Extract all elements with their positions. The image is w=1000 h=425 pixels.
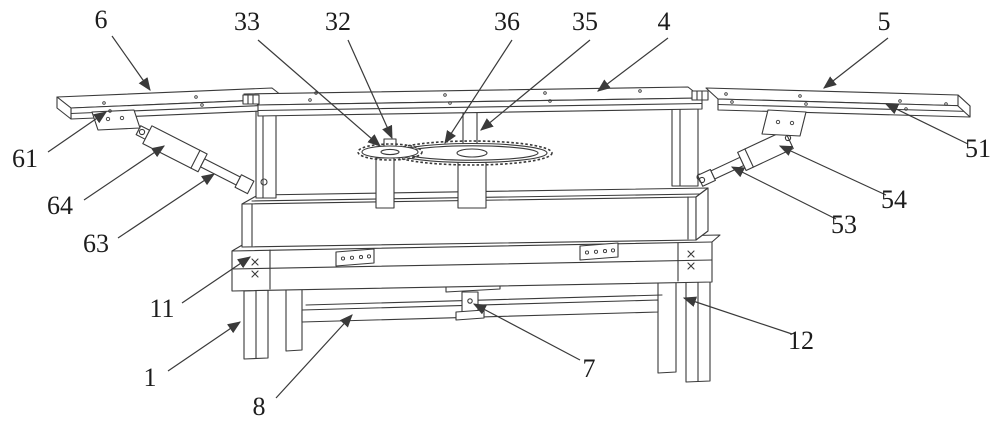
part-label-5: 5 xyxy=(878,7,891,36)
right-corner-bolts xyxy=(687,250,695,270)
leader-arrow-6 xyxy=(111,35,151,91)
leader-arrow-51 xyxy=(884,103,969,145)
left-corner-bolts xyxy=(251,258,259,278)
left-front-leg xyxy=(243,289,269,360)
right-cylinder-bottom-pivot xyxy=(698,176,706,184)
left-hinge-plate xyxy=(335,248,375,267)
part-label-11: 11 xyxy=(149,294,174,323)
leader-arrow-54 xyxy=(778,145,887,196)
part-label-54: 54 xyxy=(881,185,907,214)
part-label-63: 63 xyxy=(83,229,109,258)
right-wing-mount-plate xyxy=(761,109,807,142)
large-gear-column xyxy=(457,157,487,209)
left-wing-mount-plate xyxy=(91,109,141,131)
part-label-32: 32 xyxy=(325,7,351,36)
leader-arrow-35 xyxy=(480,39,591,131)
leader-arrow-36 xyxy=(444,39,513,145)
left-wing-hinge xyxy=(242,94,260,105)
leader-arrow-53 xyxy=(730,166,837,220)
left-inner-leg xyxy=(285,287,303,352)
right-hinge-plate xyxy=(579,242,619,261)
part-label-7: 7 xyxy=(583,354,596,383)
leader-arrow-4 xyxy=(597,37,669,92)
part-label-36: 36 xyxy=(494,7,520,36)
right-hydraulic-cylinder xyxy=(697,129,794,187)
part-label-8: 8 xyxy=(253,392,266,421)
leader-arrow-64 xyxy=(83,145,165,201)
leader-arrow-7 xyxy=(472,303,581,361)
part-label-4: 4 xyxy=(658,7,671,36)
small-gear xyxy=(357,138,423,161)
leader-arrow-32 xyxy=(347,39,393,140)
small-gear-shaft xyxy=(375,157,395,209)
right-front-leg xyxy=(685,277,711,383)
leader-arrow-61 xyxy=(47,111,107,153)
part-label-51: 51 xyxy=(965,134,991,163)
part-label-33: 33 xyxy=(234,7,260,36)
material-box xyxy=(241,187,709,248)
leader-arrow-5 xyxy=(823,37,889,89)
part-label-53: 53 xyxy=(831,210,857,239)
right-wing-hinge xyxy=(691,90,709,101)
part-label-12: 12 xyxy=(788,326,814,355)
leader-arrow-1 xyxy=(167,321,241,372)
part-label-35: 35 xyxy=(572,7,598,36)
part-labels: 6 33 32 36 35 4 5 61 64 63 11 1 8 7 12 5… xyxy=(12,5,991,421)
screw-hole-dots xyxy=(102,89,948,113)
left-hydraulic-cylinder xyxy=(135,125,255,195)
part-label-64: 64 xyxy=(47,191,73,220)
leader-arrow-63 xyxy=(117,173,215,239)
leader-arrow-33 xyxy=(257,39,381,147)
part-label-6: 6 xyxy=(95,5,108,34)
left-frame-upright xyxy=(255,103,277,199)
part-label-61: 61 xyxy=(12,144,38,173)
support-frame-band xyxy=(231,234,721,292)
right-wing-platform xyxy=(705,87,971,118)
leader-arrow-11 xyxy=(181,256,251,304)
center-platform xyxy=(243,86,703,117)
leader-arrow-12 xyxy=(682,296,793,335)
leader-arrow-8 xyxy=(275,314,353,399)
right-frame-upright xyxy=(671,97,704,187)
right-inner-leg xyxy=(657,279,677,374)
leader-arrows xyxy=(47,35,969,399)
left-cylinder-top-pivot xyxy=(138,128,146,136)
part-label-1: 1 xyxy=(144,363,157,392)
